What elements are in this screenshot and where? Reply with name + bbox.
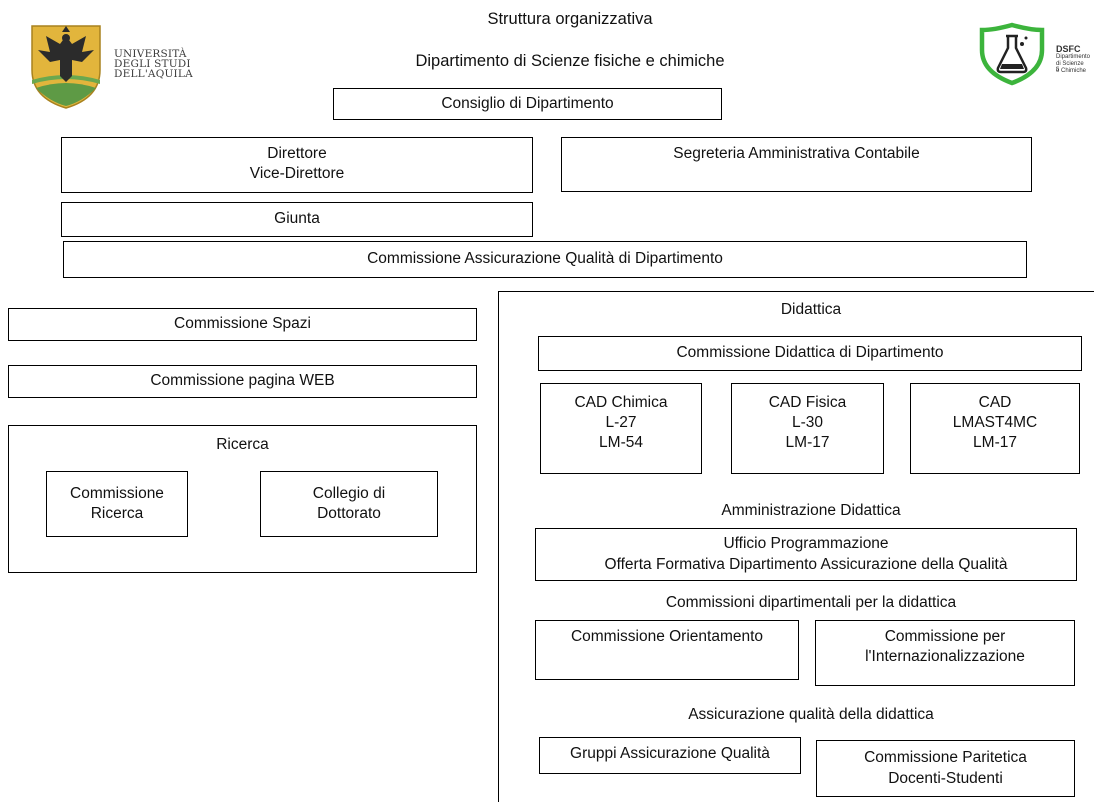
collegio-label-1: Collegio di [312,484,386,502]
didattica-title: Didattica [780,301,842,318]
ufficio-box: Ufficio Programmazione Offerta Formativa… [535,528,1077,581]
ufficio-label-1: Ufficio Programmazione [723,535,889,553]
cad-fisica-label-3: LM-17 [785,434,830,452]
paritetica-box: Commissione Paritetica Docenti-Studenti [816,740,1075,797]
department-name-line1: Dipartimento [1056,54,1091,60]
cad-lmast-box: CAD LMAST4MC LM-17 [910,383,1080,474]
spazi-box: Commissione Spazi [8,308,477,341]
web-box: Commissione pagina WEB [8,365,477,398]
direttore-box: Direttore Vice-Direttore [61,137,533,193]
cad-chimica-label-2: L-27 [605,414,637,432]
page-title: Struttura organizzativa [487,10,653,28]
paritetica-label-1: Commissione Paritetica [864,749,1027,767]
cad-lmast-label-1: CAD [978,394,1012,411]
spazi-label: Commissione Spazi [174,315,311,333]
university-name-line2: DEGLI STUDI [114,58,191,70]
department-abbr: DSFC [1056,44,1081,54]
segreteria-box: Segreteria Amministrativa Contabile [561,137,1032,192]
ricerca-title: Ricerca [216,436,269,453]
page-subtitle: Dipartimento di Scienze fisiche e chimic… [415,52,725,70]
cad-chimica-box: CAD Chimica L-27 LM-54 [540,383,702,474]
amministrazione-title: Amministrazione Didattica [721,502,901,519]
consiglio-box: Consiglio di Dipartimento [333,88,722,120]
university-logo: UNIVERSITÀ DEGLI STUDI DELL'AQUILA [28,22,208,112]
vice-direttore-label: Vice-Direttore [249,165,345,183]
paritetica-label-2: Docenti-Studenti [888,769,1003,787]
commissione-didattica-label: Commissione Didattica di Dipartimento [676,344,944,362]
direttore-label: Direttore [267,145,327,162]
gruppi-box: Gruppi Assicurazione Qualità [539,737,801,774]
gruppi-label: Gruppi Assicurazione Qualità [570,745,770,762]
internazionalizzazione-label-2: l'Internazionalizzazione [865,648,1025,666]
cad-lmast-label-2: LMAST4MC [952,414,1038,432]
internazionalizzazione-box: Commissione per l'Internazionalizzazione [815,620,1075,686]
giunta-box: Giunta [61,202,533,237]
department-name-line2: di Scienze fi [1056,61,1084,73]
flask-shield-icon [979,22,1045,86]
cad-fisica-label-2: L-30 [791,414,824,432]
internazionalizzazione-label-1: Commissione per [884,628,1006,645]
cad-fisica-label-1: CAD Fisica [768,394,847,411]
didattica-border-left [498,291,500,802]
orientamento-box: Commissione Orientamento [535,620,799,680]
ricerca-box: Ricerca Commissione Ricerca Collegio di … [8,425,477,573]
cad-chimica-label-3: LM-54 [599,434,643,452]
orientamento-label: Commissione Orientamento [570,628,764,645]
aq-title: Assicurazione qualità della didattica [688,706,934,723]
cad-fisica-box: CAD Fisica L-30 LM-17 [731,383,884,474]
web-label: Commissione pagina WEB [150,372,335,390]
cad-chimica-label-1: CAD Chimica [574,394,668,411]
segreteria-label: Segreteria Amministrativa Contabile [673,145,920,162]
cad-lmast-label-3: LM-17 [973,434,1017,452]
collegio-label-2: Dottorato [317,505,381,522]
ufficio-label-2: Offerta Formativa Dipartimento Assicuraz… [604,555,1008,573]
commissione-ricerca-label-1: Commissione [70,484,164,502]
department-name-line3: e Chimiche [1056,68,1087,74]
didattica-border-top [498,291,1094,293]
department-logo: DSFC Dipartimento di Scienze fi e Chimic… [978,22,1091,86]
consiglio-label: Consiglio di Dipartimento [441,94,614,112]
commissione-didattica-box: Commissione Didattica di Dipartimento [538,336,1082,371]
qualita-box: Commissione Assicurazione Qualità di Dip… [63,241,1027,278]
commissioni-title: Commissioni dipartimentali per la didatt… [665,594,957,611]
university-name-line1: UNIVERSITÀ [114,48,187,60]
eagle-crest-icon [31,25,101,109]
commissione-ricerca-label-2: Ricerca [90,505,144,522]
commissione-ricerca-box: Commissione Ricerca [46,471,188,537]
qualita-label: Commissione Assicurazione Qualità di Dip… [367,250,723,268]
university-name-line3: DELL'AQUILA [114,68,193,80]
giunta-label: Giunta [274,210,320,228]
collegio-box: Collegio di Dottorato [260,471,438,537]
